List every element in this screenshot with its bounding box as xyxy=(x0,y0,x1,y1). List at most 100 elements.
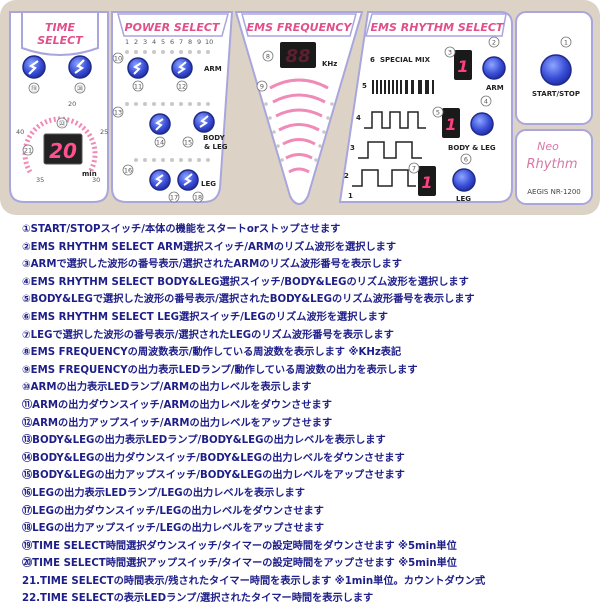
description-item: ⑭BODY&LEGの出力ダウンスイッチ/BODY&LEGの出力レベルをダウンさせ… xyxy=(22,452,405,464)
time-scale-20: 20 xyxy=(68,100,76,108)
description-item: ④EMS RHYTHM SELECT BODY&LEG選択スイッチ/BODY&L… xyxy=(22,276,469,288)
function-descriptions: ①START/STOPスイッチ/本体の機能をスタートorストップさせます ②EM… xyxy=(22,221,592,608)
ems-frequency-section: EMS FREQUENCY 88 KHz 8 9 xyxy=(234,11,364,206)
description-item: ⑥EMS RHYTHM SELECT LEG選択スイッチ/LEGのリズム波形を選… xyxy=(22,311,388,323)
body-leg-rhythm-value: 1 xyxy=(445,115,456,134)
callout-2: 2 xyxy=(492,39,496,47)
level-3: 3 xyxy=(143,38,147,46)
level-4: 4 xyxy=(152,38,156,46)
down-arrow-icon xyxy=(133,62,142,75)
down-arrow-icon xyxy=(28,60,39,75)
brand-line-1: Neo xyxy=(537,140,559,153)
callout-21: 21 xyxy=(24,147,32,155)
callout-16: 16 xyxy=(124,167,132,175)
frequency-unit: KHz xyxy=(322,60,337,68)
description-item: ②EMS RHYTHM SELECT ARM選択スイッチ/ARMのリズム波形を選… xyxy=(22,241,397,253)
rhythm-row-3: 3 xyxy=(350,144,355,152)
leg-power-up-button[interactable] xyxy=(177,169,199,191)
time-unit: min xyxy=(82,170,97,178)
description-item: ⑫ARMの出力アップスイッチ/ARMの出力レベルをアップさせます xyxy=(22,417,333,429)
control-panel-svg: TIME SELECT ⑲ ⑳ 20 25 30 35 40 ㉒ 20 21 m… xyxy=(0,0,600,215)
level-6: 6 xyxy=(170,38,174,46)
leg-power-down-button[interactable] xyxy=(149,169,171,191)
callout-6: 6 xyxy=(464,156,468,164)
arm-rhythm-value: 1 xyxy=(457,57,468,76)
time-scale-40: 40 xyxy=(16,128,24,136)
level-5: 5 xyxy=(161,38,165,46)
description-item: ⑮BODY&LEGの出力アップスイッチ/BODY&LEGの出力レベルをアップさせ… xyxy=(22,470,405,482)
arm-rhythm-button[interactable] xyxy=(482,56,506,80)
rhythm-wave-3 xyxy=(358,141,422,159)
start-stop-button[interactable] xyxy=(540,54,572,86)
description-item: ⑩ARMの出力表示LEDランプ/ARMの出力レベルを表示します xyxy=(22,382,312,394)
description-item: ⑳TIME SELECT時間選択アップスイッチ/タイマーの設定時間をアップさせま… xyxy=(22,558,457,570)
arm-led-row xyxy=(125,50,210,54)
up-arrow-icon xyxy=(199,115,209,128)
up-arrow-icon xyxy=(177,61,187,74)
callout-18: 18 xyxy=(194,194,202,202)
power-leg-label: LEG xyxy=(201,180,216,188)
callout-1: 1 xyxy=(564,39,568,47)
arm-power-up-button[interactable] xyxy=(171,57,193,79)
description-item: ⑯LEGの出力表示LEDランプ/LEGの出力レベルを表示します xyxy=(22,487,305,499)
leg-rhythm-value: 1 xyxy=(421,173,432,192)
level-9: 9 xyxy=(197,38,201,46)
callout-5: 5 xyxy=(436,109,440,117)
control-panel: TIME SELECT ⑲ ⑳ 20 25 30 35 40 ㉒ 20 21 m… xyxy=(0,0,600,215)
power-select-section: POWER SELECT 1 2 3 4 5 6 7 8 9 10 10 ARM xyxy=(111,11,234,203)
rhythm-row-5: 5 xyxy=(362,82,367,90)
description-item: ⑪ARMの出力ダウンスイッチ/ARMの出力レベルをダウンさせます xyxy=(22,399,332,411)
rhythm-body-leg-label: BODY & LEG xyxy=(448,144,496,152)
rhythm-leg-label: LEG xyxy=(456,195,471,203)
arm-rhythm-display xyxy=(454,50,472,80)
leg-rhythm-button[interactable] xyxy=(452,168,476,192)
level-2: 2 xyxy=(134,38,138,46)
rhythm-select-title: EMS RHYTHM SELECT xyxy=(371,21,505,34)
power-arm-label: ARM xyxy=(204,65,222,73)
time-down-button[interactable] xyxy=(22,55,46,79)
start-stop-section: 1 START/STOP xyxy=(515,11,593,125)
level-1: 1 xyxy=(125,38,129,46)
start-stop-label: START/STOP xyxy=(532,90,580,98)
up-arrow-icon xyxy=(183,173,193,186)
time-select-section: TIME SELECT ⑲ ⑳ 20 25 30 35 40 ㉒ 20 21 m… xyxy=(9,11,109,203)
frequency-display-value: 88 xyxy=(285,46,310,67)
callout-17: 17 xyxy=(170,194,178,202)
rhythm-row-2: 2 xyxy=(344,172,349,180)
ems-frequency-title: EMS FREQUENCY xyxy=(247,21,353,34)
body-leg-rhythm-display xyxy=(442,108,460,138)
power-body-leg-label-1: BODY xyxy=(203,134,226,142)
body-leg-rhythm-button[interactable] xyxy=(470,112,494,136)
callout-19: ⑲ xyxy=(31,85,38,93)
description-item: ⑲TIME SELECT時間選択ダウンスイッチ/タイマーの設定時間をダウンさせま… xyxy=(22,540,457,552)
body-leg-power-down-button[interactable] xyxy=(149,113,171,135)
description-item: ⑬BODY&LEGの出力表示LEDランプ/BODY&LEGの出力レベルを表示しま… xyxy=(22,435,386,447)
callout-9: 9 xyxy=(260,83,264,91)
down-arrow-icon xyxy=(155,174,164,187)
brand-line-2: Rhythm xyxy=(527,157,578,172)
down-arrow-icon xyxy=(155,118,164,131)
arm-power-down-button[interactable] xyxy=(127,57,149,79)
callout-11: 11 xyxy=(134,83,142,91)
rhythm-row-1: 1 xyxy=(348,192,353,200)
body-leg-power-up-button[interactable] xyxy=(193,111,215,133)
brand-section: Neo Rhythm AEGIS NR-1200 xyxy=(515,129,593,205)
frequency-side-leds xyxy=(264,102,334,162)
level-8: 8 xyxy=(188,38,192,46)
rhythm-special-mix: SPECIAL MIX xyxy=(380,56,431,64)
leg-rhythm-display xyxy=(418,166,436,196)
time-scale-35: 35 xyxy=(36,176,44,184)
rhythm-wave-4 xyxy=(364,111,426,129)
up-arrow-icon xyxy=(74,59,85,74)
power-body-leg-label-2: & LEG xyxy=(204,143,228,151)
time-up-button[interactable] xyxy=(68,55,92,79)
callout-4: 4 xyxy=(484,98,488,106)
description-item: ⑧EMS FREQUENCYの周波数表示/動作している周波数を表示します ※KH… xyxy=(22,347,402,359)
rhythm-arm-label: ARM xyxy=(486,84,504,92)
callout-14: 14 xyxy=(156,139,164,147)
body-leg-led-row xyxy=(125,102,210,106)
power-level-numbers: 1 2 3 4 5 6 7 8 9 10 xyxy=(125,38,213,46)
callout-13: 13 xyxy=(114,109,122,117)
rhythm-row-6: 6 xyxy=(370,56,375,64)
description-item: ①START/STOPスイッチ/本体の機能をスタートorストップさせます xyxy=(22,224,341,235)
